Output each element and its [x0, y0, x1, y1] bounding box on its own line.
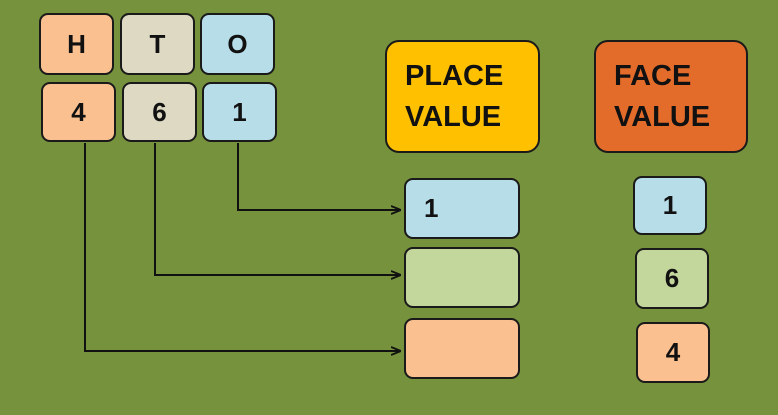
place-value-answer-hundreds[interactable]: [404, 318, 520, 379]
tens-header-label: T: [149, 28, 166, 59]
tens-header: T: [120, 13, 195, 75]
place-value-answer-tens[interactable]: [404, 247, 520, 308]
ones-digit-value: 1: [232, 96, 247, 127]
hundreds-arrow: [84, 143, 400, 351]
hundreds-digit-value: 4: [71, 96, 86, 127]
face-value-answer-ones-value: 1: [662, 190, 678, 220]
tens-digit-value: 6: [152, 96, 167, 127]
ones-digit: 1: [202, 82, 277, 142]
tens-digit: 6: [122, 82, 197, 142]
place-value-header: PLACE VALUE: [385, 40, 540, 153]
ones-header: O: [200, 13, 275, 75]
place-value-title-line1: PLACE: [405, 59, 504, 92]
hundreds-header: H: [39, 13, 114, 75]
face-value-header: FACE VALUE: [594, 40, 748, 153]
place-value-answer-ones-value: 1: [424, 193, 439, 223]
hundreds-header-label: H: [67, 28, 86, 59]
place-value-title-line2: VALUE: [405, 100, 502, 133]
face-value-title-line1: FACE: [614, 59, 692, 92]
tens-arrow: [154, 143, 400, 275]
ones-header-label: O: [227, 28, 248, 59]
face-value-answer-ones[interactable]: 1: [633, 176, 707, 235]
face-value-answer-hundreds-value: 4: [665, 337, 681, 367]
face-value-title-line2: VALUE: [614, 100, 711, 133]
place-value-answer-ones[interactable]: 1: [404, 178, 520, 239]
face-value-answer-hundreds[interactable]: 4: [636, 322, 710, 383]
ones-arrow: [237, 143, 400, 210]
face-value-answer-tens-value: 6: [664, 263, 680, 293]
hundreds-digit: 4: [41, 82, 116, 142]
face-value-answer-tens[interactable]: 6: [635, 248, 709, 309]
